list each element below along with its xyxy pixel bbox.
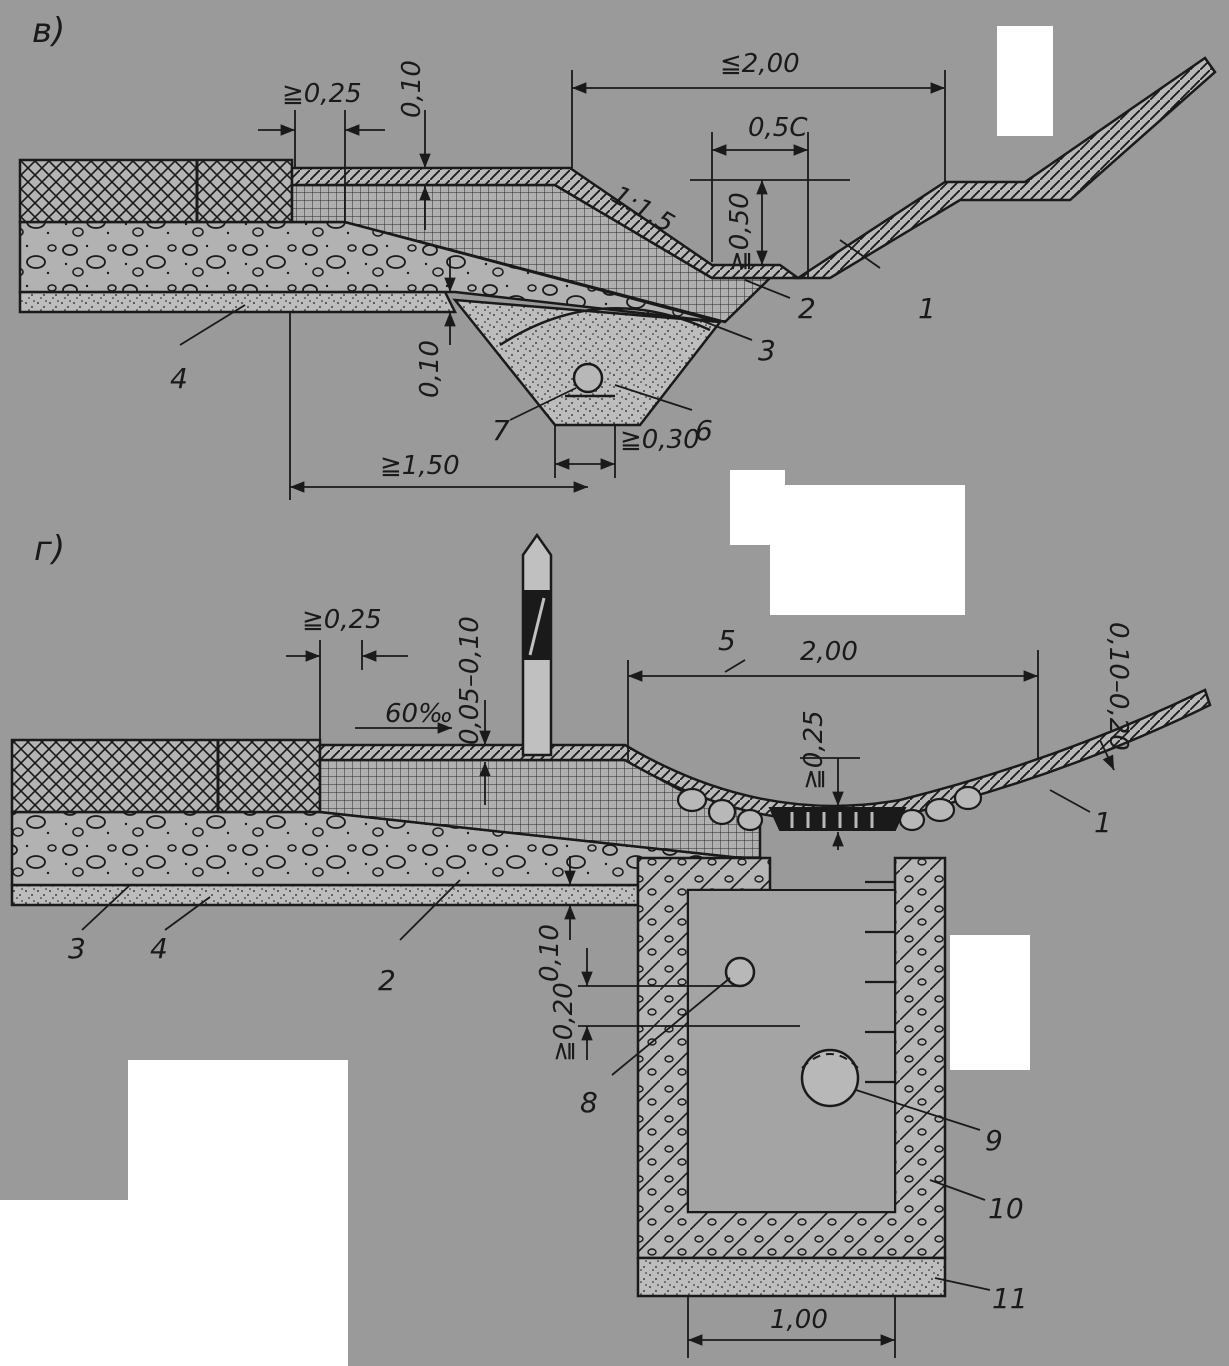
- g-sand-layer: [10, 883, 640, 907]
- mask-block-5: [128, 1060, 348, 1366]
- g-dim-gutter-depth: ≧0,25: [799, 710, 829, 790]
- g-dim-surface-thickness: 0,05–0,10: [455, 616, 485, 745]
- panel-g-label: г): [34, 529, 65, 569]
- g-part-1: 1: [1094, 806, 1112, 839]
- g-part-5: 5: [718, 624, 736, 657]
- mask-block-1: [997, 26, 1053, 136]
- v-part-7: 7: [492, 414, 510, 447]
- g-dim-shoulder: ≧0,25: [302, 605, 382, 635]
- v-part-3: 3: [758, 334, 776, 367]
- v-part-4: 4: [170, 362, 188, 395]
- v-dim-top-width: ≦2,00: [720, 49, 800, 79]
- g-outlet-pipe: [800, 1048, 860, 1108]
- v-part-1: 1: [918, 292, 936, 325]
- mask-block-4: [950, 935, 1030, 1070]
- panel-g: г): [10, 529, 1212, 1358]
- v-part-6: 6: [695, 414, 713, 447]
- g-drain-pipe: [724, 956, 756, 988]
- g-dim-gutter-width: 2,00: [800, 637, 858, 667]
- g-part-2: 2: [378, 964, 396, 997]
- g-cobbles: [676, 785, 983, 832]
- v-part-2: 2: [798, 292, 816, 325]
- v-slope: [793, 56, 1217, 280]
- v-drain-pipe: [572, 362, 604, 394]
- mask-block-6: [0, 1200, 128, 1366]
- g-dim-base-gap: 0,10: [535, 924, 565, 982]
- mask-block-3: [770, 485, 965, 615]
- v-dim-drain-width: ≧0,30: [620, 425, 700, 455]
- g-dim-cross-slope: 60‰: [385, 699, 453, 729]
- v-dim-depth: ≧0,50: [725, 192, 755, 272]
- panel-v: в) ≦2,00 0,5С ≧0,50 1:1,5: [18, 11, 1217, 500]
- g-dim-well-width: 1,00: [770, 1305, 828, 1335]
- g-part-3: 3: [68, 932, 86, 965]
- panel-v-label: в): [32, 11, 65, 51]
- v-dim-surface-thickness: 0,10: [397, 60, 427, 118]
- v-pavement-blocks: [18, 158, 294, 224]
- g-grate: [768, 807, 907, 831]
- g-well-interior: [687, 889, 896, 1213]
- v-dim-shoulder: ≧0,25: [282, 79, 362, 109]
- g-well-sand-bed: [636, 1256, 947, 1298]
- v-dim-base-width: ≧1,50: [380, 451, 460, 481]
- g-part-11: 11: [992, 1282, 1028, 1315]
- v-dim-bottom: 0,5С: [748, 113, 808, 143]
- mask-blocks: [0, 26, 1053, 1366]
- g-part-10: 10: [988, 1192, 1024, 1225]
- v-dim-base-gap: 0,10: [415, 340, 445, 398]
- g-part-8: 8: [580, 1086, 598, 1119]
- v-drain-arc: [499, 307, 711, 347]
- g-dim-side-thickness: 0,10–0,20: [1103, 622, 1133, 751]
- g-pavement-blocks: [10, 738, 322, 814]
- g-dim-pipe-cover: ≧0,20: [549, 982, 579, 1062]
- g-part-4: 4: [150, 932, 168, 965]
- g-part-9: 9: [985, 1124, 1003, 1157]
